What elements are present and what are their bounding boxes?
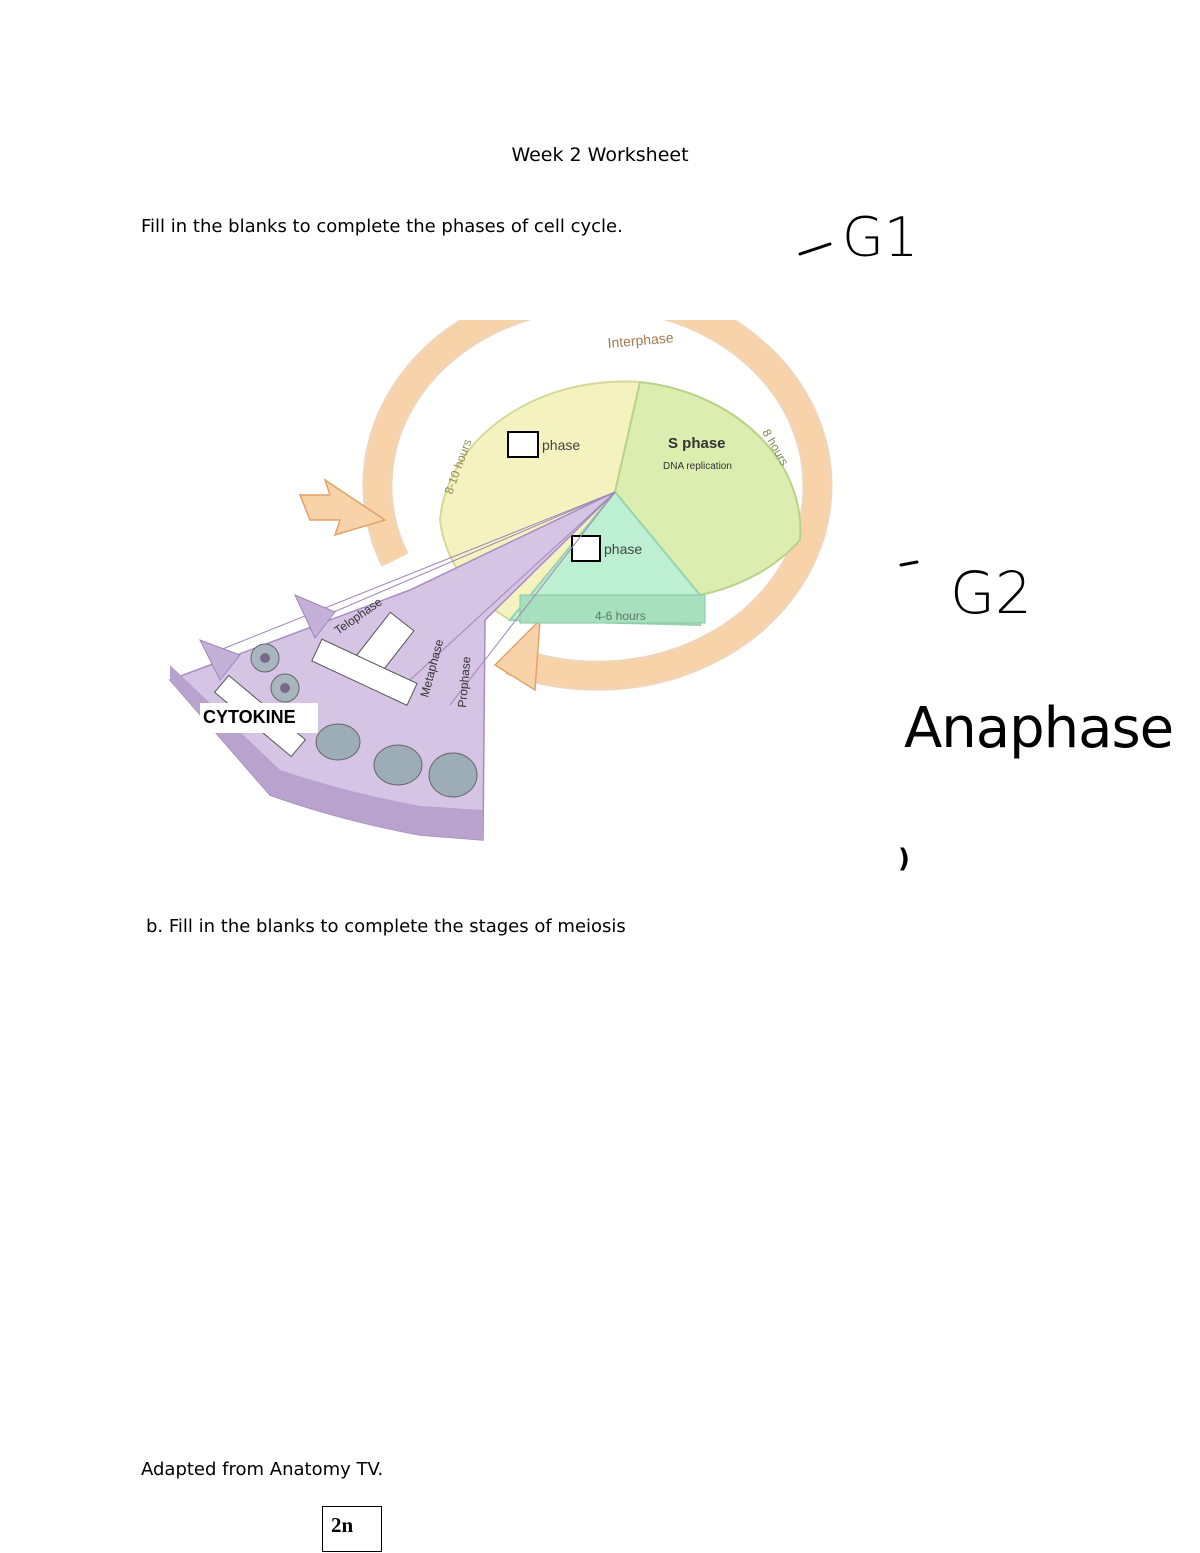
handwritten-anaphase: Anaphase: [904, 696, 1174, 761]
handwritten-g1-text: G1: [842, 206, 918, 266]
g1-blank-box: [507, 431, 539, 458]
page-title: Week 2 Worksheet: [511, 144, 689, 166]
footer-credit: Adapted from Anatomy TV.: [141, 1459, 384, 1480]
s-phase-label: S phase: [668, 435, 726, 452]
interphase-label: Interphase: [607, 329, 675, 351]
handwritten-g2-text: G2: [950, 559, 1032, 620]
instruction-cell-cycle: Fill in the blanks to complete the phase…: [141, 216, 623, 237]
g2-phase-label: phase: [604, 541, 642, 557]
cell-cycle-diagram: Interphase 8-10 hours 8 hours 4-6 hours …: [168, 320, 833, 841]
handwritten-g1: G1: [798, 206, 918, 266]
cytokinesis-label-bg: [200, 703, 318, 733]
telophase-blank-box: [311, 638, 418, 706]
prophase-label: Prophase: [455, 656, 473, 709]
handwritten-paren: ): [898, 844, 910, 874]
hours-g2-label: 4-6 hours: [595, 609, 646, 623]
g2-blank-box: [571, 535, 601, 562]
2n-box: 2n: [322, 1506, 382, 1552]
g1-phase-label: phase: [542, 437, 580, 453]
cytokinesis-label: CYTOKINE: [203, 707, 296, 727]
s-phase-sublabel: DNA replication: [663, 461, 732, 472]
handwritten-g2: G2: [899, 559, 1032, 620]
instruction-meiosis: b. Fill in the blanks to complete the st…: [146, 916, 626, 937]
